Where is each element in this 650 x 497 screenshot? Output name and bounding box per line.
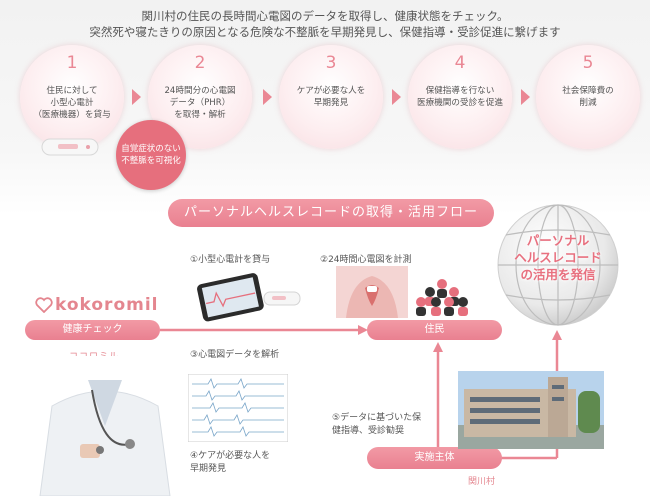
globe-icon	[497, 204, 619, 326]
chest-ecg-icon	[336, 266, 408, 318]
step-4-circle: 4 保健指導を行ない 医療機関の受診を促進	[408, 45, 512, 149]
heart-logo-icon	[35, 297, 53, 313]
health-check-pill: 健康チェック	[25, 320, 160, 340]
step-5-text: 社会保障費の 削減	[562, 86, 614, 108]
step-5-number: 5	[582, 53, 594, 73]
step-5-circle: 5 社会保障費の 削減	[536, 45, 640, 149]
step-1-circle: 1 住民に対して 小型心電計 （医療機器）を貸与	[20, 45, 124, 149]
flow-title: パーソナルヘルスレコードの取得・活用フロー	[168, 199, 494, 227]
intro-line-2: 突然死や寝たきりの原因となる危険な不整脈を早期発見し、保健指導・受診促進に繋げま…	[89, 25, 561, 39]
step-arrow-1	[132, 89, 141, 105]
label-lend: ①小型心電計を貸与	[190, 255, 271, 265]
ecg-device-icon	[41, 138, 99, 156]
step-1-number: 1	[66, 53, 78, 73]
doctor-photo	[30, 356, 180, 496]
crowd-icon	[416, 279, 468, 316]
step-1-text: 住民に対して 小型心電計 （医療機器）を貸与	[33, 86, 111, 120]
smartphone-ecg-icon	[197, 273, 301, 322]
step-3-circle: 3 ケアが必要な人を 早期発見	[279, 45, 383, 149]
label-measure: ②24時間心電図を計測	[320, 255, 412, 265]
ecg-report-thumbnail	[188, 374, 288, 442]
step-2-text: 24時間分の心電図 データ（PHR） を取得・解析	[164, 86, 236, 120]
operator-pill: 実施主体	[367, 447, 502, 469]
label-analyze: ③心電図データを解析	[190, 350, 280, 360]
step-3-number: 3	[325, 53, 337, 73]
step-arrow-3	[392, 89, 401, 105]
label-care: ④ケアが必要な人を 早期発見	[190, 451, 271, 474]
step-3-text: ケアが必要な人を 早期発見	[296, 86, 366, 108]
arrhythmia-badge: 自覚症状のない 不整脈を可視化	[116, 120, 186, 190]
step-arrow-4	[521, 89, 530, 105]
step-arrow-2	[263, 89, 272, 105]
step-4-number: 4	[454, 53, 466, 73]
resident-pill: 住民	[367, 320, 502, 340]
step-2-number: 2	[194, 53, 206, 73]
step-4-text: 保健指導を行ない 医療機関の受診を促進	[417, 86, 503, 108]
intro-text: 関川村の住民の長時間心電図のデータを取得し、健康状態をチェック。 突然死や寝たき…	[60, 8, 590, 42]
village-name: 関川村	[468, 477, 496, 487]
intro-line-1: 関川村の住民の長時間心電図のデータを取得し、健康状態をチェック。	[141, 9, 509, 23]
kokoromil-logo: kokoromil	[55, 295, 159, 315]
label-guidance: ⑤データに基づいた保 健指導、受診勧奨	[332, 413, 422, 436]
village-office-photo	[458, 371, 604, 449]
globe-caption: パーソナル ヘルスレコード の活用を発信	[514, 233, 602, 282]
